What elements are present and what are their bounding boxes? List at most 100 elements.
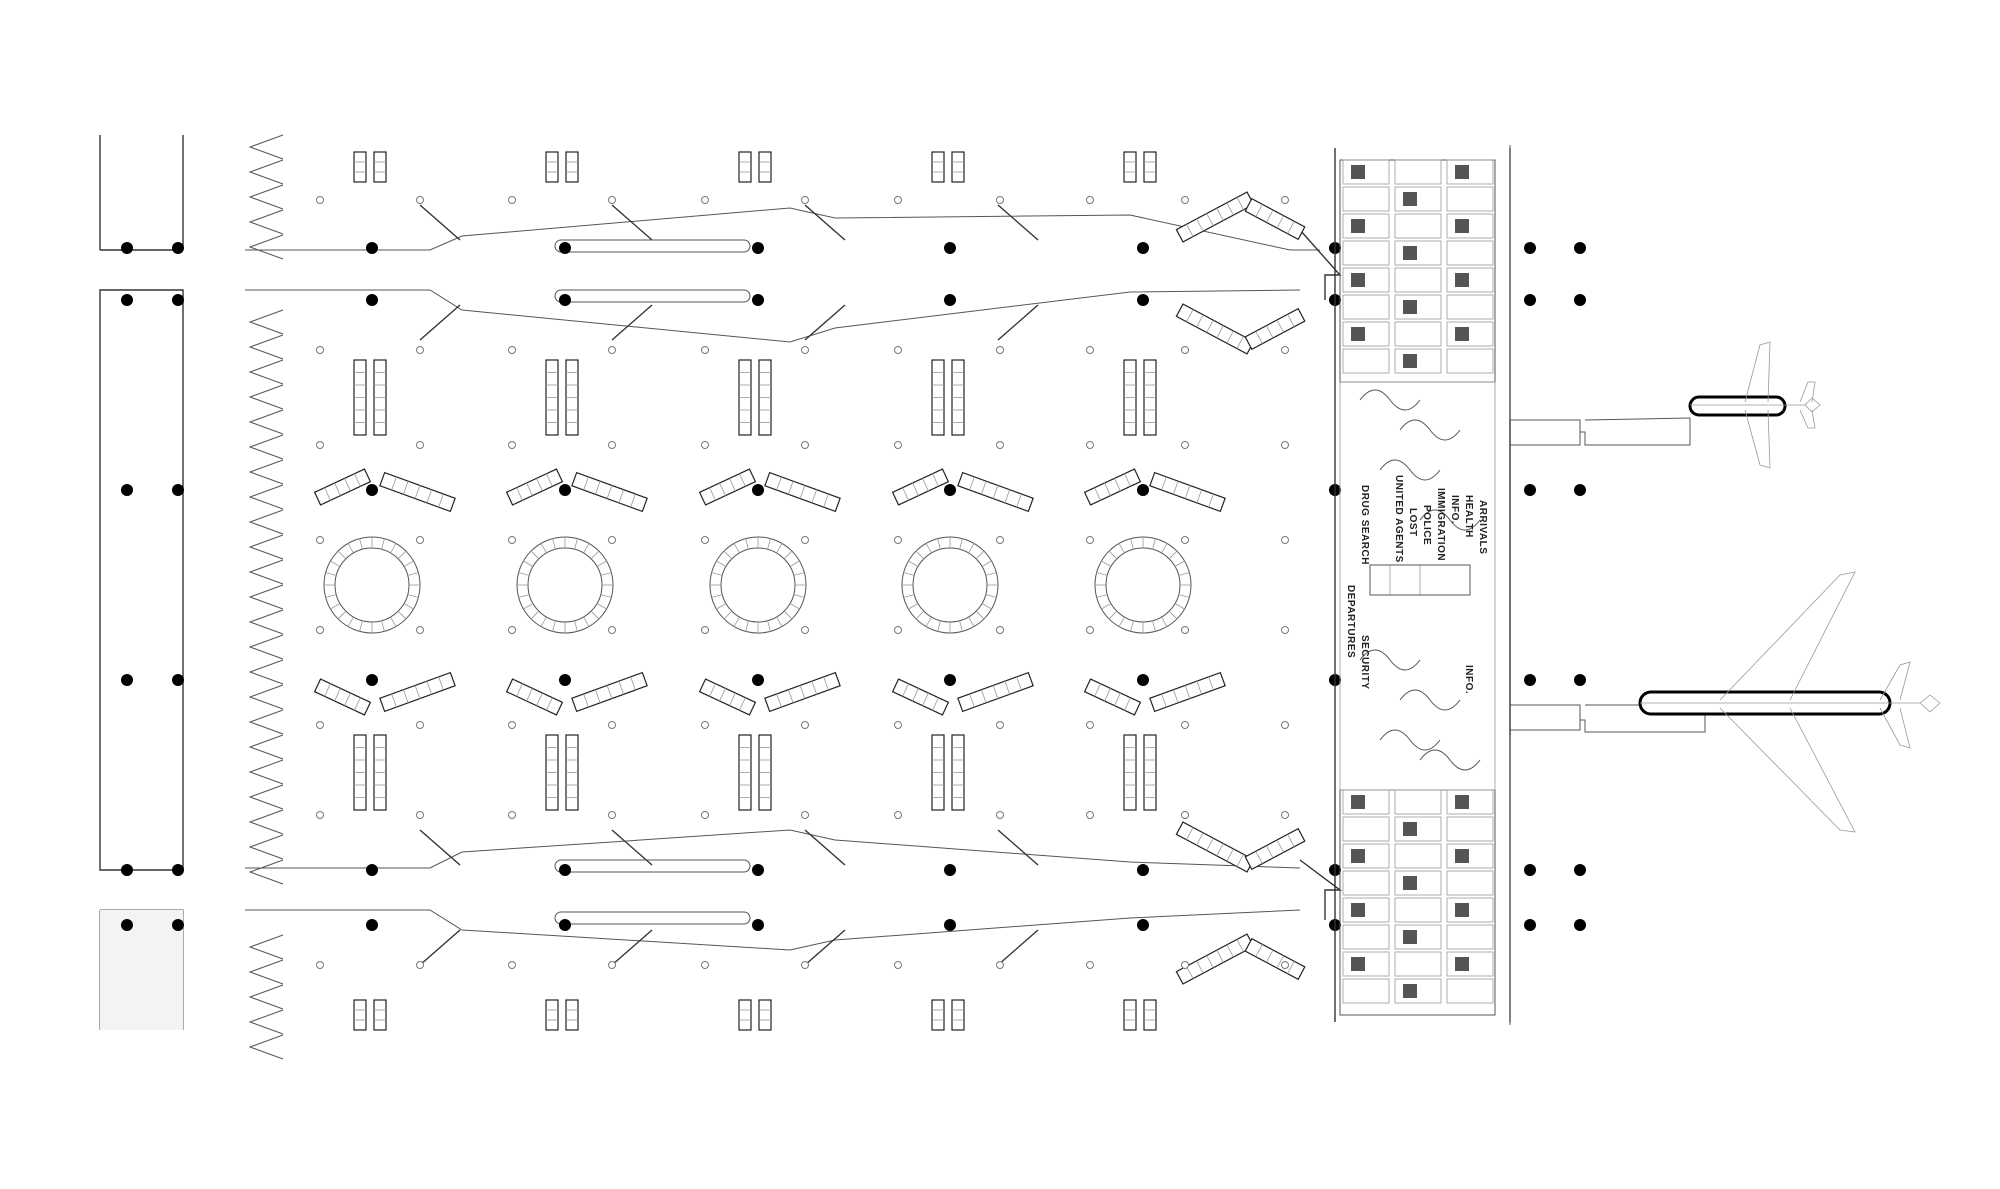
column [172,674,184,686]
bench [373,359,387,436]
column [121,294,133,306]
column [559,864,571,876]
room [1394,789,1442,815]
wave-bench [1399,689,1461,711]
small-post [701,961,709,969]
bench [738,734,752,811]
small-post [508,346,516,354]
bench [957,671,1034,713]
bench [565,734,579,811]
small-post [608,811,616,819]
long-bars [554,239,751,925]
room [1446,321,1494,347]
small-post [1181,811,1189,819]
bench [313,678,372,716]
bench [565,359,579,436]
column [752,674,764,686]
bench [758,151,772,183]
vee-lines [419,204,1039,966]
small-post [1281,536,1289,544]
room [1446,186,1494,212]
bench [698,468,757,506]
room [1342,240,1390,266]
room [1342,870,1390,896]
small-post [894,961,902,969]
bench [891,678,950,716]
wave-bench [1419,509,1481,531]
column [752,242,764,254]
small-post [1281,626,1289,634]
bench [698,678,757,716]
column [366,242,378,254]
room [1446,294,1494,320]
wave-bench [1399,419,1461,441]
column [944,674,956,686]
column [1137,919,1149,931]
airplane-icon [1640,571,1941,833]
label-departures: DEPARTURES [1345,585,1356,658]
bench [738,999,752,1031]
column [752,294,764,306]
label-police: POLICE [1421,505,1432,545]
bench [545,151,559,183]
jetways [1509,145,1892,1025]
room [1342,924,1390,950]
bench [931,151,945,183]
bench [1175,303,1255,355]
room [1342,816,1390,842]
room [1394,924,1442,950]
small-post [1181,961,1189,969]
small-post [416,536,424,544]
room [1446,240,1494,266]
room [1446,213,1494,239]
column [944,919,956,931]
bench [1244,937,1306,981]
airplane-icon [1690,341,1821,469]
small-post [608,721,616,729]
label-united-agents: UNITED AGENTS [1393,475,1404,563]
column [172,484,184,496]
small-post [316,961,324,969]
label-lost: LOST [1407,508,1418,537]
small-post [608,961,616,969]
bench [373,151,387,183]
room [1394,951,1442,977]
small-post [608,346,616,354]
column [172,242,184,254]
processing-building [1334,148,1511,1022]
bench [505,468,564,506]
room [1342,321,1390,347]
room [1446,816,1494,842]
bench [1083,468,1142,506]
column [1574,294,1586,306]
column [172,294,184,306]
small-post [996,626,1004,634]
bench [379,671,456,713]
room [1394,870,1442,896]
bench [1143,734,1157,811]
small-post [801,196,809,204]
bench [1123,359,1137,436]
column [1524,674,1536,686]
bench [313,468,372,506]
small-post [701,196,709,204]
small-post [894,196,902,204]
small-post [996,961,1004,969]
bench [571,671,648,713]
small-post [416,196,424,204]
wave-bench [1379,729,1441,751]
small-post [416,811,424,819]
small-post [1086,346,1094,354]
label-info-top: INFO. [1449,495,1460,524]
small-post [508,626,516,634]
column [1137,674,1149,686]
room [1394,348,1442,374]
column [1524,864,1536,876]
bench [738,151,752,183]
bench [1143,359,1157,436]
small-post [416,441,424,449]
small-post [701,811,709,819]
column [1574,919,1586,931]
room [1342,978,1390,1004]
small-post [996,721,1004,729]
